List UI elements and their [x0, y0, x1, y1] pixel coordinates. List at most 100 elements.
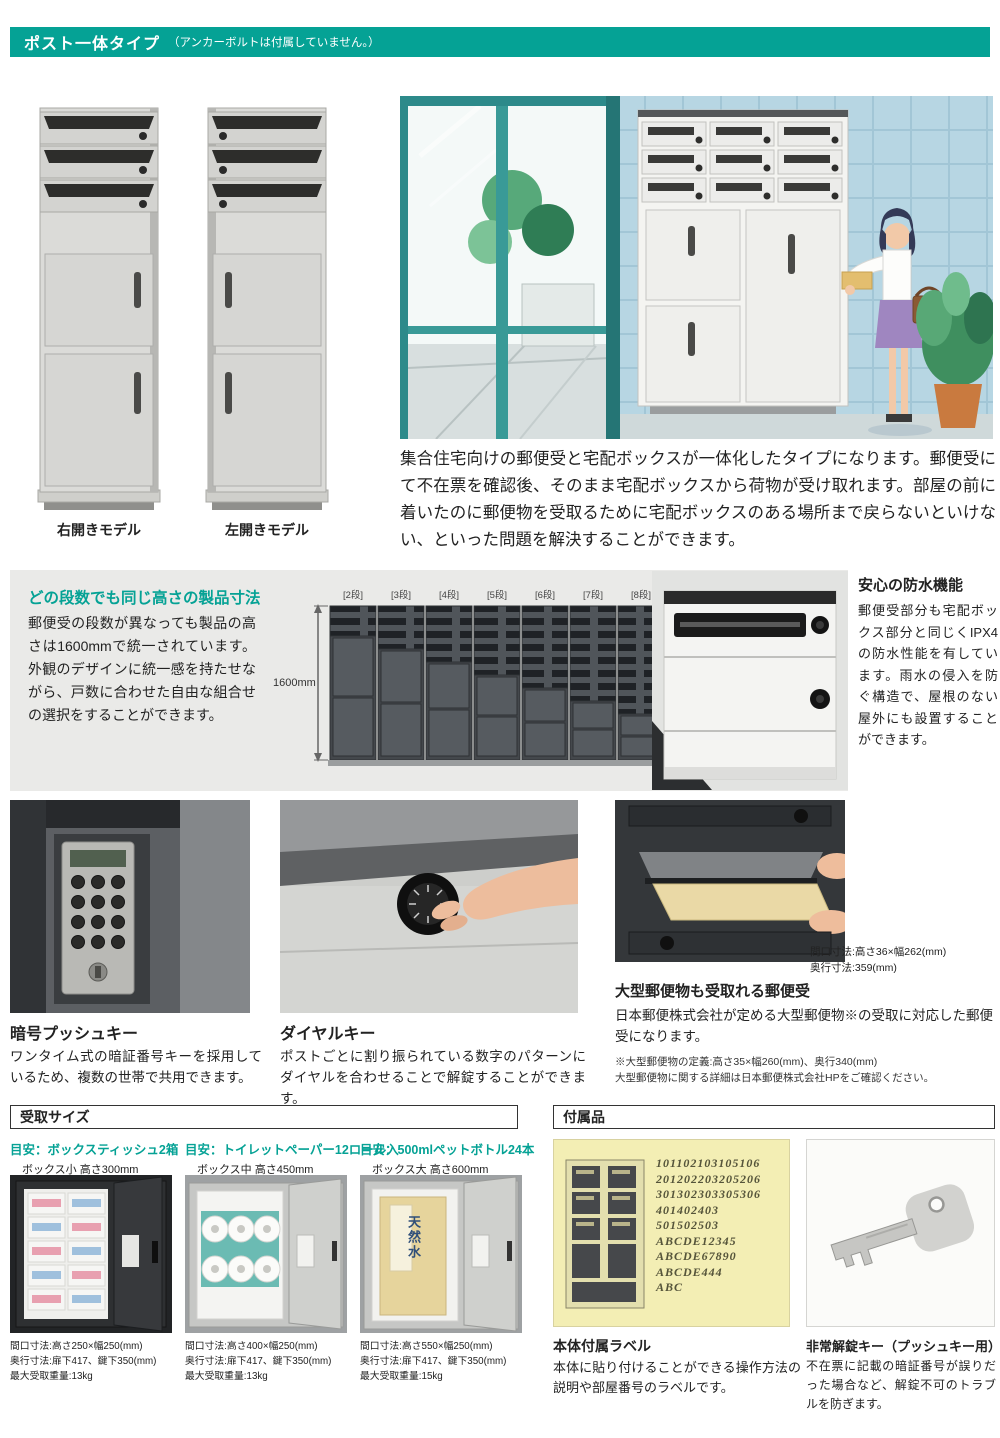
size-large-guide: 目安：500mlペットボトル24本 — [360, 1143, 535, 1157]
size-large-dim2: 奥行寸法:扉下417、鍵下350(mm) — [360, 1356, 507, 1367]
label-row: 501502503 — [656, 1218, 719, 1232]
label-locker-diagram — [565, 1159, 645, 1309]
usage-illustration — [400, 96, 993, 439]
emergency-key-title: 非常解錠キー（プッシュキー用） — [806, 1339, 1000, 1354]
push-key-photo — [10, 800, 250, 1013]
large-mail-photo — [615, 800, 845, 962]
large-mail-dim1: 間口寸法:高さ36×幅262(mm) — [810, 946, 947, 958]
emergency-key-body: 不在票に記載の暗証番号が誤りだった場合など、解錠不可のトラブルを防ぎます。 — [806, 1359, 996, 1411]
label-row: 401402403 — [656, 1202, 719, 1217]
push-key-body: ワンタイム式の暗証番号キーを採用しているため、複数の世帯で共用できます。 — [10, 1049, 262, 1085]
size-medium-photo — [185, 1175, 347, 1333]
accessories-header: 付属品 — [553, 1105, 995, 1129]
push-key-title: 暗号プッシュキー — [10, 1026, 139, 1043]
size-column-medium: 目安：トイレットペーパー12ロール入 ボックス中 高さ450mm — [185, 1139, 399, 1438]
locker-lineup-svg: 1600mm [2段] [3段] [4段] [5段] [6段] [7段] [8段… — [273, 589, 666, 766]
delivery-unit — [637, 109, 849, 414]
large-mail-body: 日本郵便株式会社が定める大型郵便物※の受取に対応した郵便受になります。 — [615, 1008, 993, 1044]
section-banner: ポスト一体タイプ （アンカーボルトは付属していません。） — [10, 27, 990, 57]
page-title: ポスト一体タイプ — [24, 36, 161, 53]
label-row: ABCDE67890 — [656, 1249, 737, 1263]
intro-paragraph: 集合住宅向けの郵便受と宅配ボックスが一体化したタイプになります。郵便受にて不在票… — [400, 450, 996, 549]
size-medium-dimensions: 間口寸法:高さ400×幅250(mm) 奥行寸法:扉下417、鍵下350(mm)… — [185, 1339, 355, 1384]
size-large-svg — [360, 1175, 522, 1333]
size-medium-guide: 目安：トイレットペーパー12ロール入 — [185, 1143, 399, 1157]
usage-illustration-svg — [400, 96, 993, 439]
window-scene — [400, 96, 620, 439]
locker-columns — [329, 605, 665, 761]
label-row: 101102103105106 — [656, 1156, 761, 1170]
dial-key-svg — [280, 800, 578, 1013]
woman-figure — [841, 208, 945, 436]
large-mail-svg — [615, 800, 845, 962]
height-dimension-label: 1600mm — [273, 677, 316, 689]
locker-lineup-image: 1600mm [2段] [3段] [4段] [5段] [6段] [7段] [8段… — [272, 576, 672, 782]
waterproof-product-svg — [652, 571, 848, 790]
dial-key-body: ポストごとに割り振られている数字のパターンにダイヤルを合わせることで解錠すること… — [280, 1049, 586, 1106]
bottle-carton-label: 天然水 — [406, 1215, 421, 1260]
size-small-svg — [10, 1175, 172, 1333]
large-mail-dimensions: 間口寸法:高さ36×幅262(mm) 奥行寸法:359(mm) — [810, 944, 998, 976]
waterproof-title: 安心の防水機能 — [858, 577, 964, 594]
tier-labels: [2段] [3段] [4段] [5段] [6段] [7段] [8段] — [343, 589, 651, 601]
size-large-photo: 天然水 — [360, 1175, 522, 1333]
waterproof-body: 郵便受部分も宅配ボックス部分と同じくIPX4の防水性能を有しています。雨水の侵入… — [858, 603, 998, 747]
size-large-dim1: 間口寸法:高さ550×幅250(mm) — [360, 1341, 493, 1352]
emergency-key-svg — [830, 1184, 975, 1268]
svg-text:[6段]: [6段] — [535, 589, 555, 601]
model-caption-left: 左開きモデル — [225, 522, 309, 538]
size-small-box-label: ボックス小 高さ300mm — [22, 1164, 139, 1176]
size-large-dimensions: 間口寸法:高さ550×幅250(mm) 奥行寸法:扉下417、鍵下350(mm)… — [360, 1339, 530, 1384]
size-medium-svg — [185, 1175, 347, 1333]
size-medium-dim2: 奥行寸法:扉下417、鍵下350(mm) — [185, 1356, 332, 1367]
label-sheet-body: 本体に貼り付けることができる操作方法の説明や部屋番号のラベルです。 — [553, 1360, 801, 1395]
label-sheet-title: 本体付属ラベル — [553, 1338, 651, 1354]
emergency-key-image — [806, 1139, 995, 1327]
dial-key-title: ダイヤルキー — [280, 1026, 376, 1043]
svg-text:[5段]: [5段] — [487, 589, 507, 601]
large-mail-title: 大型郵便物も受取れる郵便受 — [615, 983, 811, 1000]
size-small-dim1: 間口寸法:高さ250×幅250(mm) — [10, 1341, 143, 1352]
size-column-large: 目安：500mlペットボトル24本 ボックス大 高さ600mm 天然水 間口寸法… — [360, 1139, 535, 1438]
size-small-dim3: 最大受取重量:13kg — [10, 1371, 93, 1382]
size-small-dimensions: 間口寸法:高さ250×幅250(mm) 奥行寸法:扉下417、鍵下350(mm)… — [10, 1339, 180, 1384]
label-row: ABCDE444 — [656, 1264, 723, 1279]
receiving-size-header: 受取サイズ — [10, 1105, 518, 1129]
waterproof-product-image — [652, 571, 848, 790]
dial-key-photo — [280, 800, 578, 1013]
product-photo-left-opening — [196, 104, 338, 514]
large-mail-dim2: 奥行寸法:359(mm) — [810, 962, 897, 974]
size-large-dim3: 最大受取重量:15kg — [360, 1371, 443, 1382]
size-small-guide: 目安：ボックスティッシュ2箱 — [10, 1143, 179, 1157]
uniform-height-title: どの段数でも同じ高さの製品寸法 — [28, 590, 261, 607]
product-photo-right-opening — [28, 104, 170, 514]
size-medium-dim3: 最大受取重量:13kg — [185, 1371, 268, 1382]
svg-text:[3段]: [3段] — [391, 589, 411, 601]
cabinet-illustration-mirrored — [205, 107, 329, 510]
model-caption-right: 右開きモデル — [57, 522, 141, 538]
large-mail-notes: ※大型郵便物の定義:高さ35×幅260(mm)、奥行340(mm) 大型郵便物に… — [615, 1054, 997, 1086]
large-mail-note1: ※大型郵便物の定義:高さ35×幅260(mm)、奥行340(mm) — [615, 1056, 878, 1068]
push-key-svg — [10, 800, 250, 1013]
page-subtitle: （アンカーボルトは付属していません。） — [168, 37, 380, 49]
svg-text:[2段]: [2段] — [343, 589, 363, 601]
label-sheet-image: 101102103105106 201202203205206 30130230… — [553, 1139, 790, 1327]
size-medium-box-label: ボックス中 高さ450mm — [197, 1164, 314, 1176]
potted-plant — [916, 272, 993, 428]
size-small-photo — [10, 1175, 172, 1333]
large-mail-note2: 大型郵便物に関する詳細は日本郵便株式会社HPをご確認ください。 — [615, 1072, 935, 1084]
label-row: ABC — [656, 1280, 684, 1294]
size-large-box-label: ボックス大 高さ600mm — [372, 1164, 489, 1176]
label-number-rows: 101102103105106 201202203205206 30130230… — [656, 1156, 761, 1296]
label-row: ABCDE12345 — [656, 1233, 737, 1248]
svg-text:[4段]: [4段] — [439, 589, 459, 601]
label-row: 201202203205206 — [656, 1171, 761, 1186]
uniform-height-body: 郵便受の段数が異なっても製品の高さは1600mmで統一されています。外観のデザイ… — [28, 615, 256, 723]
cabinet-illustration — [37, 107, 161, 510]
size-column-small: 目安：ボックスティッシュ2箱 ボックス小 高さ300mm — [10, 1139, 180, 1438]
mail-compartments — [39, 111, 159, 213]
size-small-dim2: 奥行寸法:扉下417、鍵下350(mm) — [10, 1356, 157, 1367]
label-row: 301302303305306 — [656, 1187, 761, 1201]
svg-text:[8段]: [8段] — [631, 589, 651, 601]
